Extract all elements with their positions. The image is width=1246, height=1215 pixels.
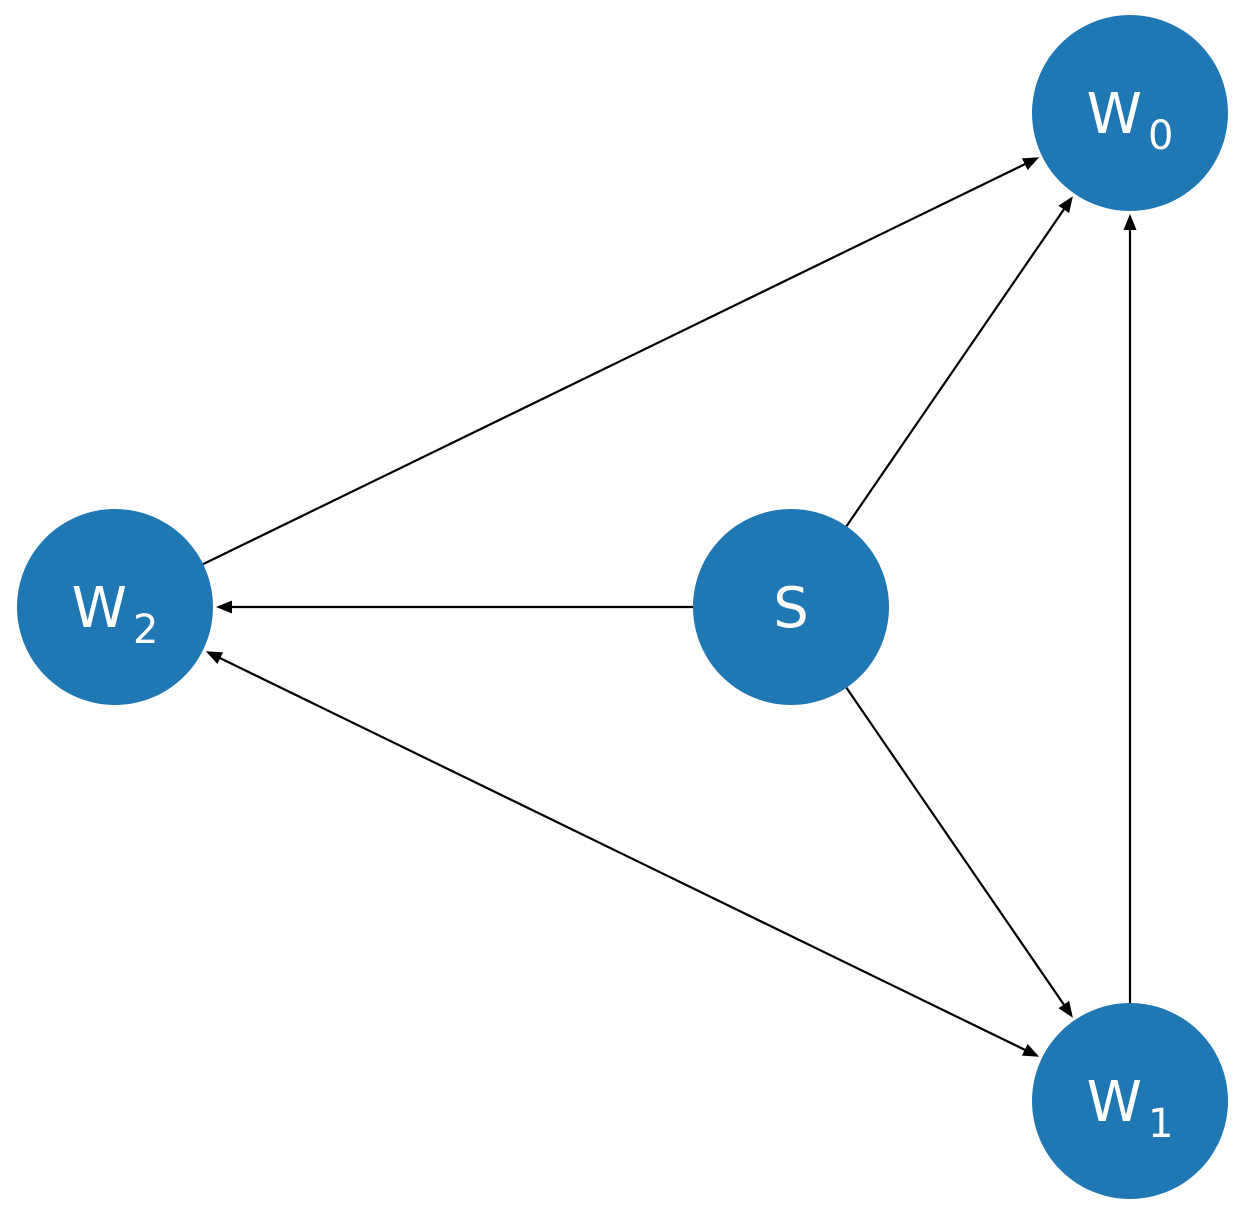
edge-w2-to-w1-line <box>213 654 1032 1054</box>
edge-s-to-w0-arrowhead <box>1058 196 1073 214</box>
node-w2-circle <box>17 509 213 705</box>
edge-w2-to-w0-arrowhead <box>1021 157 1040 171</box>
node-w1-label-subscript: 1 <box>1148 1101 1173 1147</box>
edge-s-to-w1-arrowhead <box>1058 1000 1073 1018</box>
edges-layer <box>202 157 1137 1057</box>
node-s-label: S <box>773 576 809 641</box>
node-w1-label-main: W <box>1087 1070 1142 1135</box>
node-s: S <box>693 509 889 705</box>
node-w0-circle <box>1032 15 1228 211</box>
node-w2-label-subscript: 2 <box>133 607 158 653</box>
node-s-circle <box>693 509 889 705</box>
edge-s-to-w0-line <box>845 203 1069 527</box>
edge-w2-to-w0-line <box>202 160 1032 566</box>
edge-s-to-w2-arrowhead <box>216 600 232 614</box>
edge-w1-to-w0-arrowhead <box>1123 214 1137 230</box>
edge-s-to-w1-line <box>845 687 1069 1011</box>
node-w2-label-main: W <box>72 576 127 641</box>
node-s-label-main: S <box>773 576 809 641</box>
node-w1-circle <box>1032 1003 1228 1199</box>
node-w0-label-main: W <box>1087 82 1142 147</box>
edge-w2-to-w1-arrowhead <box>1021 1043 1040 1057</box>
node-w0-label-subscript: 0 <box>1148 113 1173 159</box>
edge-w2-to-w1-arrowhead-reverse <box>205 651 224 665</box>
